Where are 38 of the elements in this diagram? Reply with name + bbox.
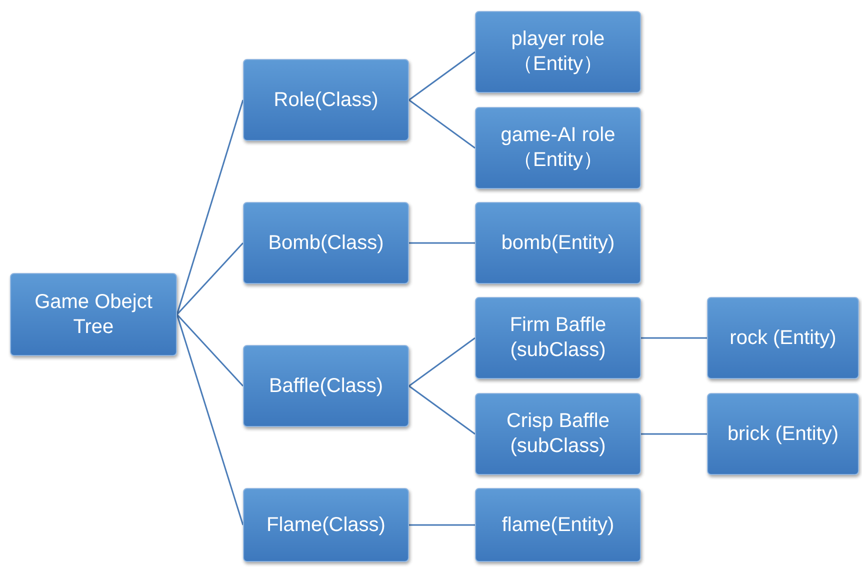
- connector-line: [176, 314, 244, 526]
- tree-node-box: [243, 345, 409, 427]
- node-label: Bomb(Class): [268, 230, 384, 256]
- connector-line: [408, 385, 476, 435]
- connector-line: [408, 99, 476, 149]
- node-label: Firm Baffle (subClass): [508, 313, 608, 363]
- node-label: rock (Entity): [730, 326, 836, 350]
- node-label: brick (Entity): [727, 422, 839, 446]
- tree-node-box: [243, 202, 409, 284]
- tree-node-box: [707, 393, 859, 475]
- tree-node-box: [243, 488, 409, 562]
- tree-node-box: [475, 297, 641, 379]
- node-label: Baffle(Class): [268, 374, 384, 398]
- connector-line: [176, 242, 244, 315]
- tree-node-box: [475, 202, 641, 284]
- connector-line: [176, 100, 244, 315]
- tree-node-box: [707, 297, 859, 379]
- node-label: Flame(Class): [266, 512, 386, 538]
- tree-node-box: [475, 393, 641, 475]
- connector-line: [409, 242, 475, 244]
- node-label: flame(Entity): [502, 512, 614, 538]
- connector-line: [641, 337, 707, 339]
- node-label: Game Obejct Tree: [34, 290, 154, 340]
- tree-node-box: [10, 273, 177, 356]
- connector-line: [408, 51, 476, 101]
- tree-node-box: [243, 59, 409, 141]
- tree-node-box: [475, 107, 641, 189]
- tree-node-box: [475, 488, 641, 562]
- node-label: Role(Class): [274, 88, 378, 112]
- tree-node-box: [475, 11, 641, 93]
- node-label: game-AI role （Entity）: [500, 123, 616, 173]
- connector-line: [409, 524, 475, 526]
- node-label: Crisp Baffle (subClass): [505, 409, 610, 459]
- connector-line: [408, 337, 476, 387]
- node-label: player role （Entity）: [510, 27, 606, 77]
- connector-line: [176, 314, 244, 386]
- node-label: bomb(Entity): [501, 230, 615, 256]
- connector-line: [641, 433, 707, 435]
